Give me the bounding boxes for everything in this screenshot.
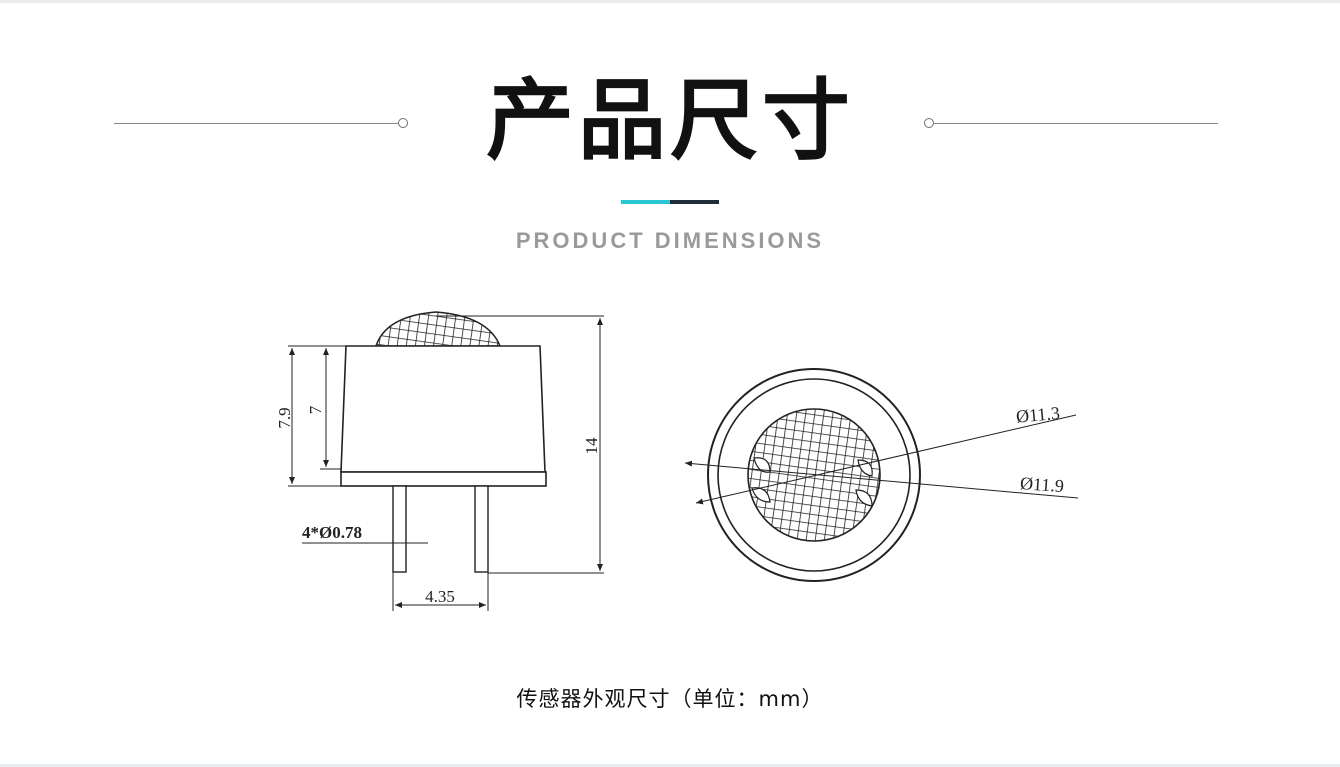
height-total-label: 7.9	[275, 407, 294, 428]
pin-right	[474, 485, 489, 573]
page-title: 产品尺寸	[485, 69, 854, 172]
pin-spacing-label: 4.35	[425, 587, 455, 606]
mesh-cap	[374, 311, 502, 347]
sensor-body	[340, 345, 546, 473]
page-subtitle: PRODUCT DIMENSIONS	[515, 228, 825, 253]
side-view: 7.9 7 14 4*Ø0.78 4.35	[275, 311, 604, 611]
pin-diameter-label: 4*Ø0.78	[302, 523, 362, 542]
height-body-label: 7	[306, 405, 325, 414]
outer-diameter-label: Ø11.9	[1019, 473, 1064, 496]
right-decorative-line	[934, 123, 1218, 124]
right-decorative-dot	[924, 118, 934, 128]
left-decorative-line	[114, 123, 398, 124]
top-edge-band	[0, 0, 1340, 3]
outer-diameter-leader	[684, 460, 1079, 499]
title-accent-bar	[621, 200, 719, 204]
inner-diameter-label: Ø11.3	[1015, 403, 1060, 427]
drawing-caption: 传感器外观尺寸（单位：mm）	[516, 687, 824, 711]
inner-diameter-leader	[695, 414, 1077, 505]
left-decorative-dot	[398, 118, 408, 128]
top-view: Ø11.3 Ø11.9	[684, 368, 1079, 582]
overall-height-label: 14	[582, 437, 601, 455]
mesh-disc	[747, 408, 881, 542]
bottom-edge-band	[0, 764, 1340, 767]
inner-ring	[717, 378, 911, 572]
sensor-base	[340, 471, 547, 487]
pin-left	[392, 485, 407, 573]
